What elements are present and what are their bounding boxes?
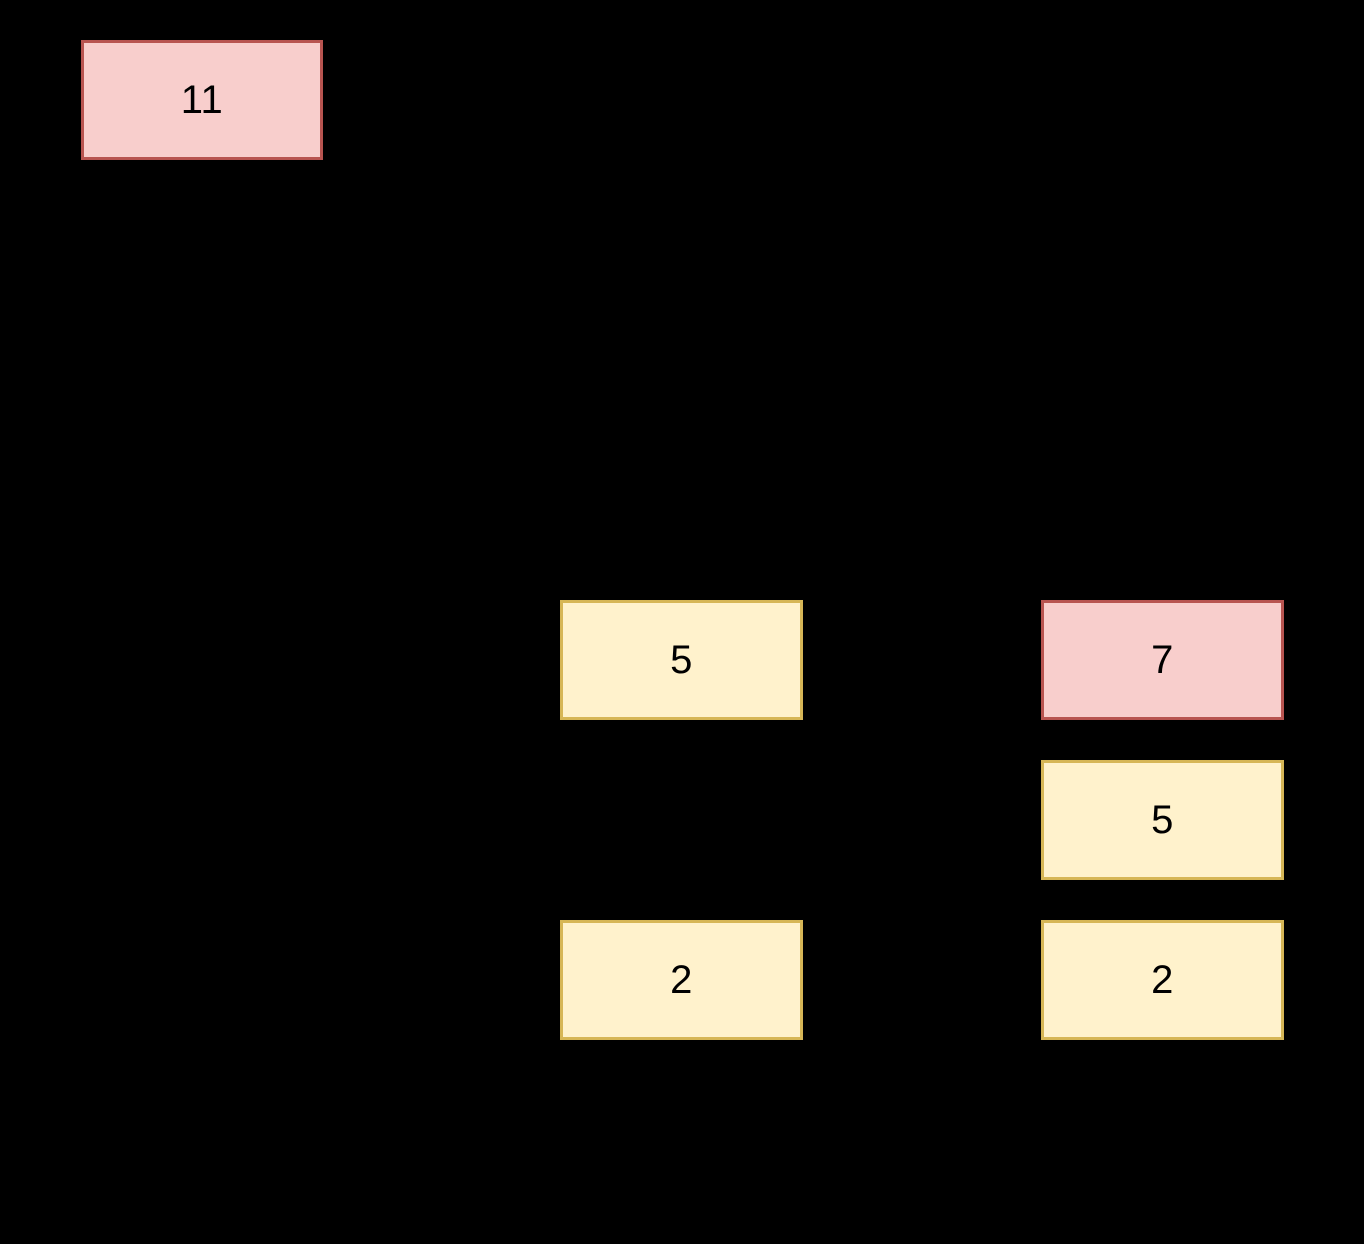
diagram-node[interactable]: 5 — [1041, 760, 1284, 880]
diagram-node[interactable]: 5 — [560, 600, 803, 720]
diagram-node[interactable]: 2 — [1041, 920, 1284, 1040]
node-label: 7 — [1151, 638, 1174, 682]
diagram-node[interactable]: 2 — [560, 920, 803, 1040]
node-label: 2 — [1151, 958, 1174, 1002]
node-label: 5 — [1151, 798, 1174, 842]
node-label: 2 — [670, 958, 693, 1002]
diagram-node[interactable]: 7 — [1041, 600, 1284, 720]
diagram-node[interactable]: 11 — [81, 40, 323, 160]
node-label: 5 — [670, 638, 693, 682]
node-label: 11 — [180, 78, 224, 122]
